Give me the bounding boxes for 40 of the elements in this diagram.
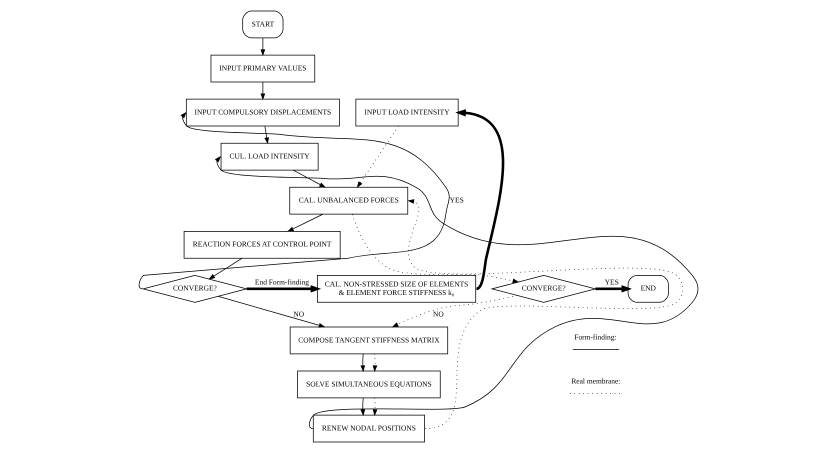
arrow	[246, 285, 321, 293]
arrow	[356, 126, 398, 188]
arrow	[260, 38, 265, 56]
arrow	[406, 199, 683, 429]
node-box: INPUT COMPULSORY DISPLACEMENTS	[185, 98, 340, 126]
arrow	[214, 156, 698, 429]
node-box: CAL. UNBALANCED FORCES	[288, 186, 408, 215]
node-diamond: CONVERGE?	[490, 275, 596, 303]
edge-label: YES	[604, 277, 618, 286]
node-box: CUL. LOAD INTENSITY	[220, 142, 318, 170]
legend-label: Form-finding:	[574, 332, 616, 342]
node-box: END	[627, 275, 668, 303]
arrow	[594, 285, 632, 293]
arrow	[391, 295, 518, 328]
edge-label: NO	[292, 309, 304, 318]
arrow	[351, 214, 519, 284]
node-box: START	[242, 10, 283, 38]
edge-label: YES	[449, 196, 464, 205]
arrow	[292, 170, 326, 188]
arrow	[260, 82, 265, 100]
node-box: CAL. NON-STRESSED SIZE OF ELEMENTS & ELEMENT FORCE STIFFNESS k₀	[316, 275, 476, 303]
arrow	[218, 296, 326, 328]
arrow	[286, 214, 323, 232]
legend-label: Real membrane:	[570, 376, 620, 386]
node-box: INPUT PRIMARY VALUES	[210, 54, 315, 82]
node-box: COMPOSE TANGENT STIFFNESS MATRIX	[289, 326, 448, 354]
edge-label: End Form-finding	[254, 277, 308, 286]
edge-label: NO	[432, 309, 444, 318]
node-box: REACTION FORCES AT CONTROL POINT	[183, 230, 340, 259]
node-box: SOLVE SIMULTANEOUS EQUATIONS	[296, 370, 440, 398]
arrow	[372, 354, 377, 372]
arrow	[372, 398, 377, 416]
arrow	[138, 112, 450, 290]
arrow	[264, 126, 269, 144]
arrow	[208, 258, 242, 280]
node-box: INPUT LOAD INTENSITY	[354, 98, 458, 126]
node-box: RENEW NODAL POSITIONS	[312, 414, 424, 442]
arrow	[360, 398, 365, 416]
arrow	[360, 354, 365, 372]
arrow	[454, 109, 504, 290]
